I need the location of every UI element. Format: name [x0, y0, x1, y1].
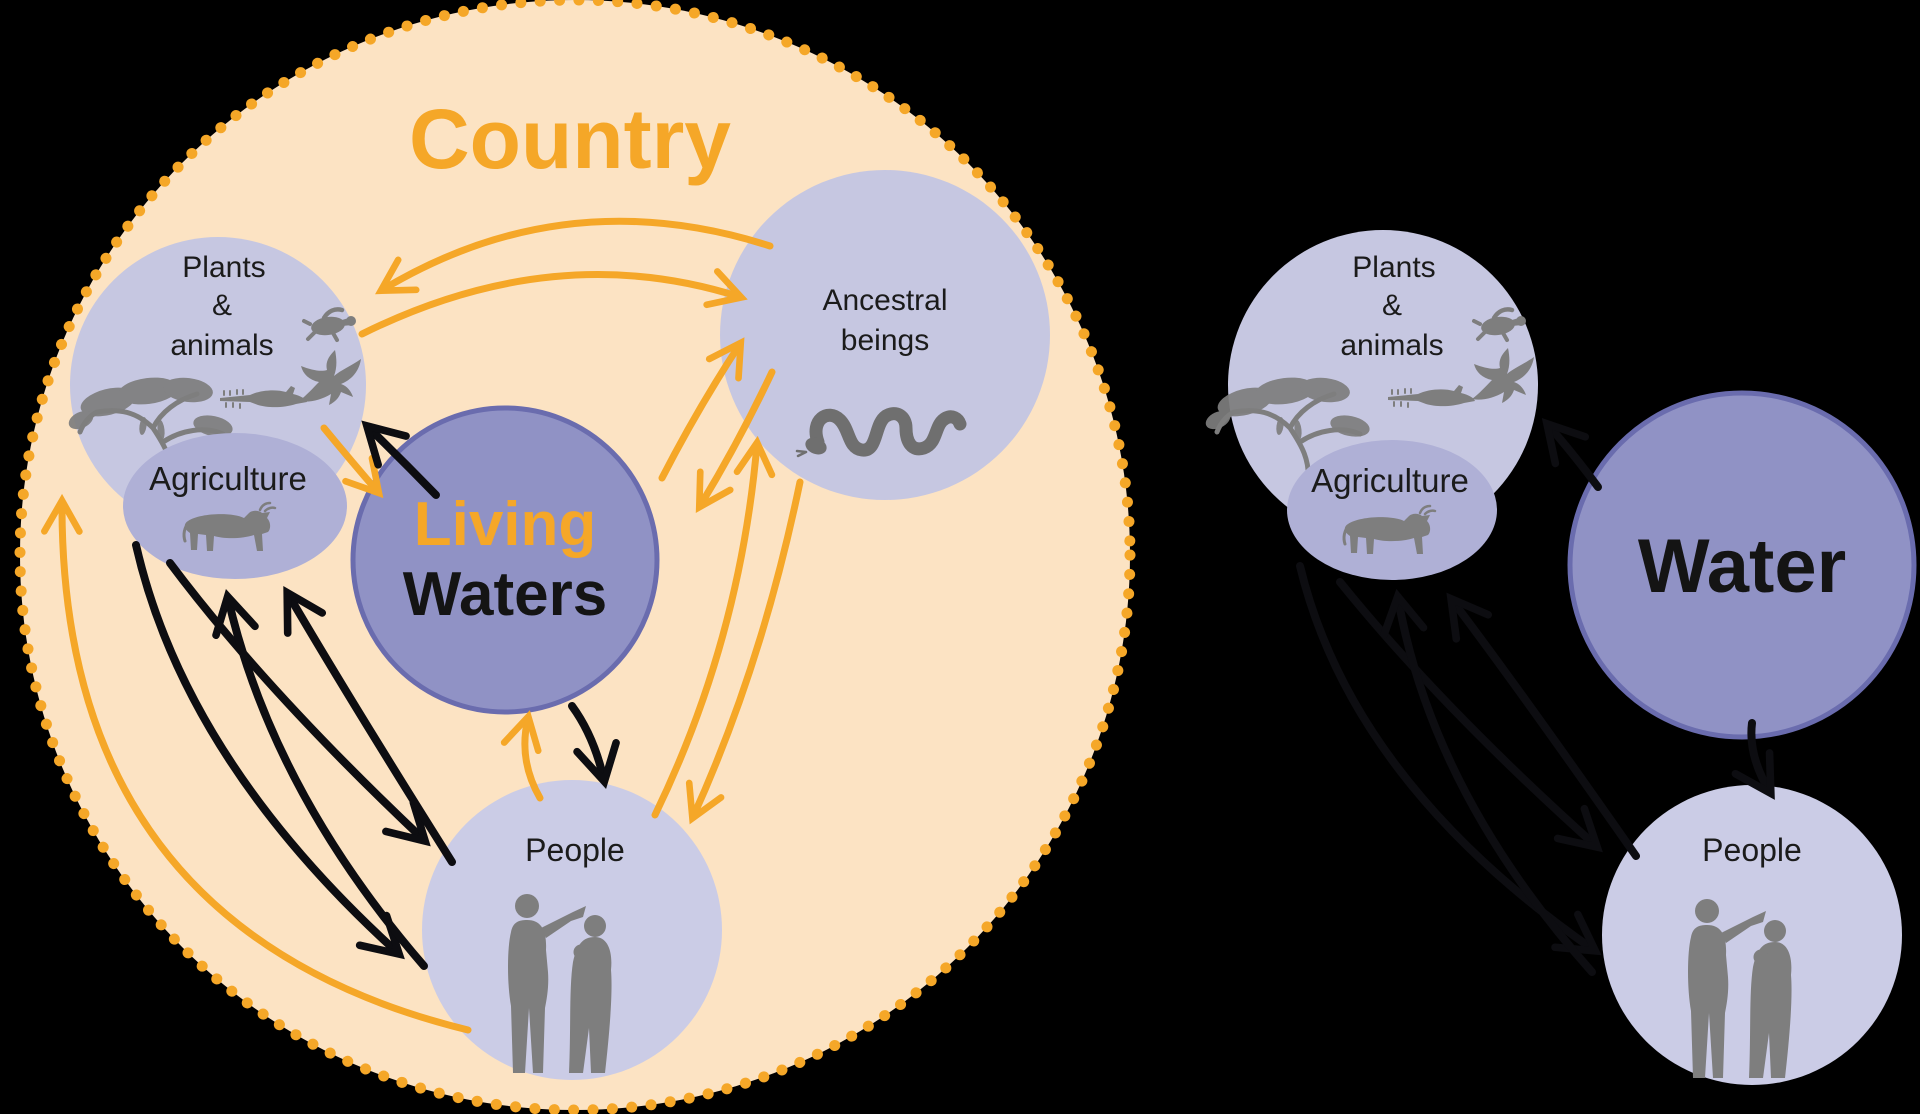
- node-people-right: People: [1602, 785, 1902, 1085]
- arrow-people-to-agriculture-right-1: [1446, 592, 1640, 860]
- water-arrows: [1296, 418, 1775, 976]
- country-dotted-border: [14, 0, 1136, 1114]
- arrow-people-to-agriculture-1: [283, 585, 456, 866]
- arrow-livingwaters-to-plants: [361, 420, 440, 499]
- country-diagram: Country Plants & animals Agriculture Anc…: [14, 0, 1136, 1114]
- arrow-plants-to-livingwaters: [320, 424, 384, 499]
- country-title: Country: [409, 92, 731, 186]
- arrow-people-to-agriculture-right-2: [1380, 588, 1596, 976]
- plants-animals-right-label-line2: &: [1382, 289, 1402, 322]
- arrow-agriculture-to-people-right-1: [1336, 578, 1603, 853]
- arrow-agriculture-to-people-2: [132, 541, 405, 960]
- water-diagram: Plants & animals Agriculture Water Peopl…: [1203, 230, 1917, 1085]
- node-water: Water: [1567, 390, 1917, 740]
- node-agriculture: Agriculture: [123, 433, 347, 579]
- water-circle: [1567, 390, 1917, 740]
- arrow-plants-to-ancestral: [358, 268, 748, 338]
- agriculture-label: Agriculture: [149, 460, 307, 497]
- agriculture-ellipse-right: [1287, 440, 1497, 580]
- arrow-livingwaters-to-ancestral: [658, 337, 745, 482]
- node-people: People: [422, 780, 722, 1080]
- people-right-label: People: [1702, 832, 1802, 868]
- arrow-livingwaters-to-people: [568, 702, 620, 790]
- arrow-water-to-people: [1731, 719, 1775, 800]
- arrow-people-to-ancestral: [651, 435, 776, 819]
- arrow-ancestral-to-plants: [375, 217, 774, 295]
- arrow-water-to-plants: [1541, 418, 1602, 491]
- arrow-agriculture-to-people-1: [166, 559, 431, 847]
- ancestral-beings-label-line1: Ancestral: [822, 284, 947, 317]
- people-circle: [422, 780, 722, 1080]
- water-label: Water: [1638, 524, 1846, 609]
- people-circle-right: [1602, 785, 1902, 1085]
- arrow-people-to-plants-outer: [41, 493, 472, 1034]
- plants-animals-label-line2: &: [212, 289, 232, 322]
- ancestral-beings-label-line2: beings: [841, 324, 929, 357]
- agriculture-right-label: Agriculture: [1311, 462, 1469, 499]
- node-agriculture-right: Agriculture: [1287, 440, 1497, 580]
- living-waters-label-word1: Living: [414, 490, 597, 559]
- people-label: People: [525, 832, 625, 868]
- country-arrows: [41, 217, 804, 1034]
- agriculture-ellipse: [123, 433, 347, 579]
- living-waters-label-word2: Waters: [403, 560, 607, 629]
- node-ancestral-beings: Ancestral beings: [720, 170, 1050, 500]
- arrow-ancestral-to-people: [685, 478, 804, 825]
- arrow-people-to-livingwaters: [500, 710, 544, 802]
- plants-animals-right-label-line3: animals: [1340, 329, 1443, 362]
- arrow-people-to-agriculture-2: [212, 588, 428, 970]
- plants-animals-right-label-line1: Plants: [1352, 251, 1435, 284]
- ancestral-beings-circle: [720, 170, 1050, 500]
- plants-animals-label-line3: animals: [170, 329, 273, 362]
- plants-animals-label-line1: Plants: [182, 251, 265, 284]
